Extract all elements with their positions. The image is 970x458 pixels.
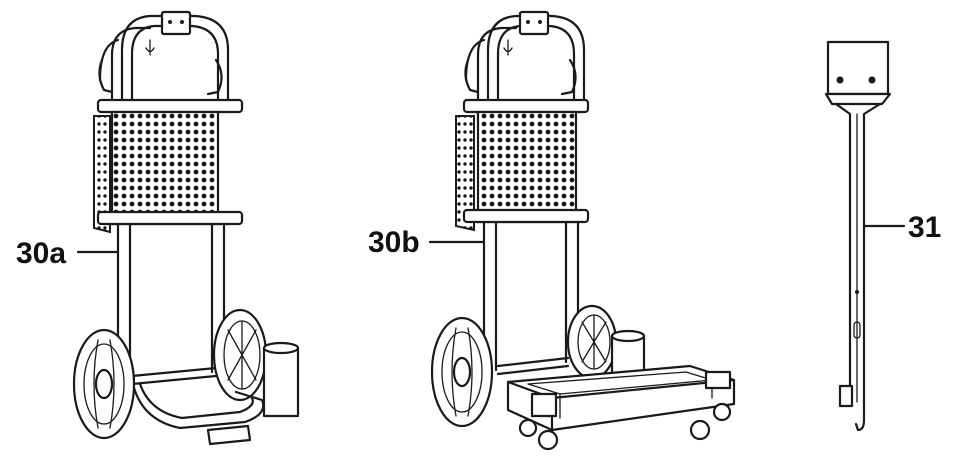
upper-clamp (96, 98, 244, 114)
top-plate (160, 10, 192, 36)
tray-corner-post (530, 392, 558, 418)
wheel-right (566, 304, 618, 380)
label-31: 31 (908, 211, 941, 244)
bracket-plate (826, 40, 890, 96)
base-tray (506, 364, 736, 432)
canister (610, 334, 646, 378)
bracket-bar (834, 102, 882, 422)
trolley-30a (72, 10, 300, 446)
upper-clamp (462, 98, 590, 114)
foot-step (206, 424, 252, 446)
bracket-hook (838, 384, 854, 408)
mesh-panel (476, 110, 578, 224)
mesh-panel (110, 110, 220, 226)
callout-30b: 30b (368, 226, 486, 259)
grip-right (206, 58, 223, 96)
cross-bar (130, 366, 218, 386)
lower-clamp (462, 208, 590, 224)
callout-31: 31 (862, 211, 941, 244)
grip-left (98, 58, 114, 94)
caster-front-left (518, 418, 538, 438)
base-loop (130, 378, 265, 430)
rear-handle-tube (110, 26, 152, 122)
lower-clamp (96, 210, 244, 226)
label-30a: 30a (16, 237, 66, 270)
top-plate (518, 10, 550, 36)
label-30b: 30b (368, 226, 420, 259)
caster-front-right (689, 419, 711, 441)
callout-30a: 30a (16, 237, 120, 270)
bracket-31 (824, 40, 892, 432)
trolley-30b (430, 10, 736, 451)
canister (262, 346, 300, 418)
wheel-right (212, 308, 268, 402)
